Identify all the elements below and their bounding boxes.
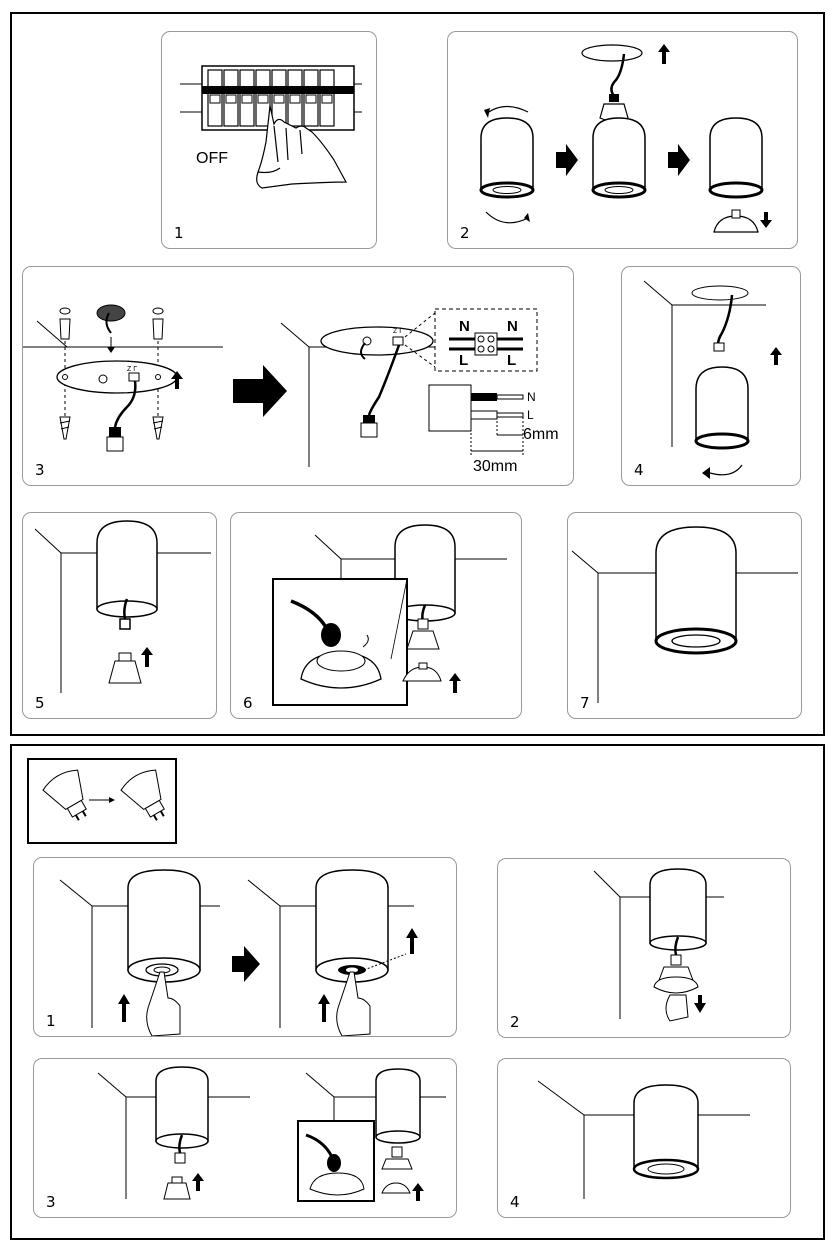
hand-icon bbox=[146, 971, 181, 1036]
gu10-bulb-icon bbox=[108, 652, 142, 684]
arrow-down-icon bbox=[694, 995, 706, 1013]
gu10-bulb-icon bbox=[42, 769, 165, 821]
off-label: OFF bbox=[196, 150, 228, 167]
cylinder-lamp-icon bbox=[479, 117, 535, 199]
bulb-step-3-panel: 3 bbox=[33, 1058, 457, 1218]
gu10-bulb-icon bbox=[163, 1176, 191, 1200]
cylinder-lamp-icon bbox=[591, 117, 647, 199]
svg-text:6mm: 6mm bbox=[523, 426, 559, 443]
cylinder-lamp-icon bbox=[708, 117, 764, 199]
bulb-step-4-panel: 4 bbox=[497, 1058, 791, 1218]
installation-frame bbox=[10, 12, 825, 736]
remove-ring-drawing bbox=[59, 869, 418, 1036]
step-number: 1 bbox=[174, 224, 184, 242]
arrow-up-icon bbox=[658, 44, 670, 64]
svg-text:L: L bbox=[527, 408, 534, 422]
arrow-right-icon bbox=[233, 365, 287, 417]
arrow-up-icon bbox=[118, 994, 130, 1022]
pull-bulb-drawing bbox=[593, 868, 724, 1022]
install-step-5-panel: 5 bbox=[22, 512, 217, 719]
step-number: 4 bbox=[634, 461, 644, 479]
step-number: 6 bbox=[243, 694, 253, 712]
finished-lamp-drawing bbox=[571, 526, 798, 703]
svg-text:30mm: 30mm bbox=[473, 458, 517, 475]
circuit-breaker-icon: OFF bbox=[180, 65, 362, 189]
step-number: 5 bbox=[35, 694, 45, 712]
hand-icon bbox=[336, 971, 371, 1036]
arrow-down-icon bbox=[760, 212, 772, 228]
ceiling-plate-icon bbox=[581, 44, 643, 122]
install-step-2-panel: 2 bbox=[447, 31, 798, 249]
insert-bulb-drawing bbox=[34, 520, 211, 693]
arrow-up-icon bbox=[412, 1183, 424, 1201]
step-number: 1 bbox=[46, 1012, 56, 1030]
bulb-step-1-panel: 1 bbox=[33, 857, 457, 1037]
arrow-up-icon bbox=[171, 371, 183, 389]
cylinder-lamp-icon bbox=[632, 1084, 700, 1180]
svg-text:Z Γ: Z Γ bbox=[127, 366, 137, 373]
step-number: 4 bbox=[510, 1193, 520, 1211]
arrow-up-icon bbox=[449, 673, 461, 693]
screw-icon bbox=[59, 416, 164, 440]
install-step-4-panel: 4 bbox=[621, 266, 801, 486]
install-step-1-panel: OFF 1 bbox=[161, 31, 377, 249]
svg-text:L: L bbox=[459, 352, 468, 369]
wall-plug-icon bbox=[59, 307, 164, 340]
attach-ring-drawing bbox=[272, 524, 507, 706]
arrow-up-icon bbox=[406, 928, 418, 954]
arrow-up-icon bbox=[141, 647, 153, 667]
svg-text:N: N bbox=[459, 318, 470, 335]
step-number: 3 bbox=[46, 1193, 56, 1211]
hand-icon bbox=[256, 105, 348, 189]
bulb-step-2-panel: 2 bbox=[497, 858, 791, 1038]
svg-text:Z Γ: Z Γ bbox=[393, 328, 403, 335]
step-number: 2 bbox=[510, 1013, 520, 1031]
svg-text:N: N bbox=[527, 390, 536, 404]
arrow-right-icon bbox=[232, 946, 260, 982]
arrow-right-icon bbox=[668, 144, 690, 176]
arrow-up-icon bbox=[318, 994, 330, 1022]
finished-lamp-drawing bbox=[537, 1080, 750, 1199]
bulb-replacement-frame bbox=[10, 744, 825, 1240]
ceiling-plate-icon: Z Γ bbox=[56, 360, 178, 452]
arrow-up-icon bbox=[770, 347, 782, 365]
arrow-right-icon bbox=[556, 144, 578, 176]
bulb-replace-symbol bbox=[27, 758, 177, 844]
install-step-6-panel: 6 bbox=[230, 512, 522, 719]
step-number: 2 bbox=[460, 224, 470, 242]
cylinder-lamp-icon bbox=[654, 526, 738, 655]
attach-cover-drawing bbox=[643, 280, 782, 479]
insert-new-bulb-drawing bbox=[97, 1066, 446, 1202]
install-step-3-panel: Z Γ Z Γ bbox=[22, 266, 574, 486]
remove-cover-drawing bbox=[479, 44, 772, 233]
hand-icon bbox=[665, 994, 689, 1022]
svg-text:L: L bbox=[507, 352, 516, 369]
svg-text:N: N bbox=[507, 318, 518, 335]
mounting-wiring-drawing: Z Γ Z Γ bbox=[23, 304, 559, 475]
install-step-7-panel: 7 bbox=[567, 512, 802, 719]
arrow-up-icon bbox=[192, 1173, 204, 1191]
step-number: 7 bbox=[580, 694, 590, 712]
step-number: 3 bbox=[35, 461, 45, 479]
